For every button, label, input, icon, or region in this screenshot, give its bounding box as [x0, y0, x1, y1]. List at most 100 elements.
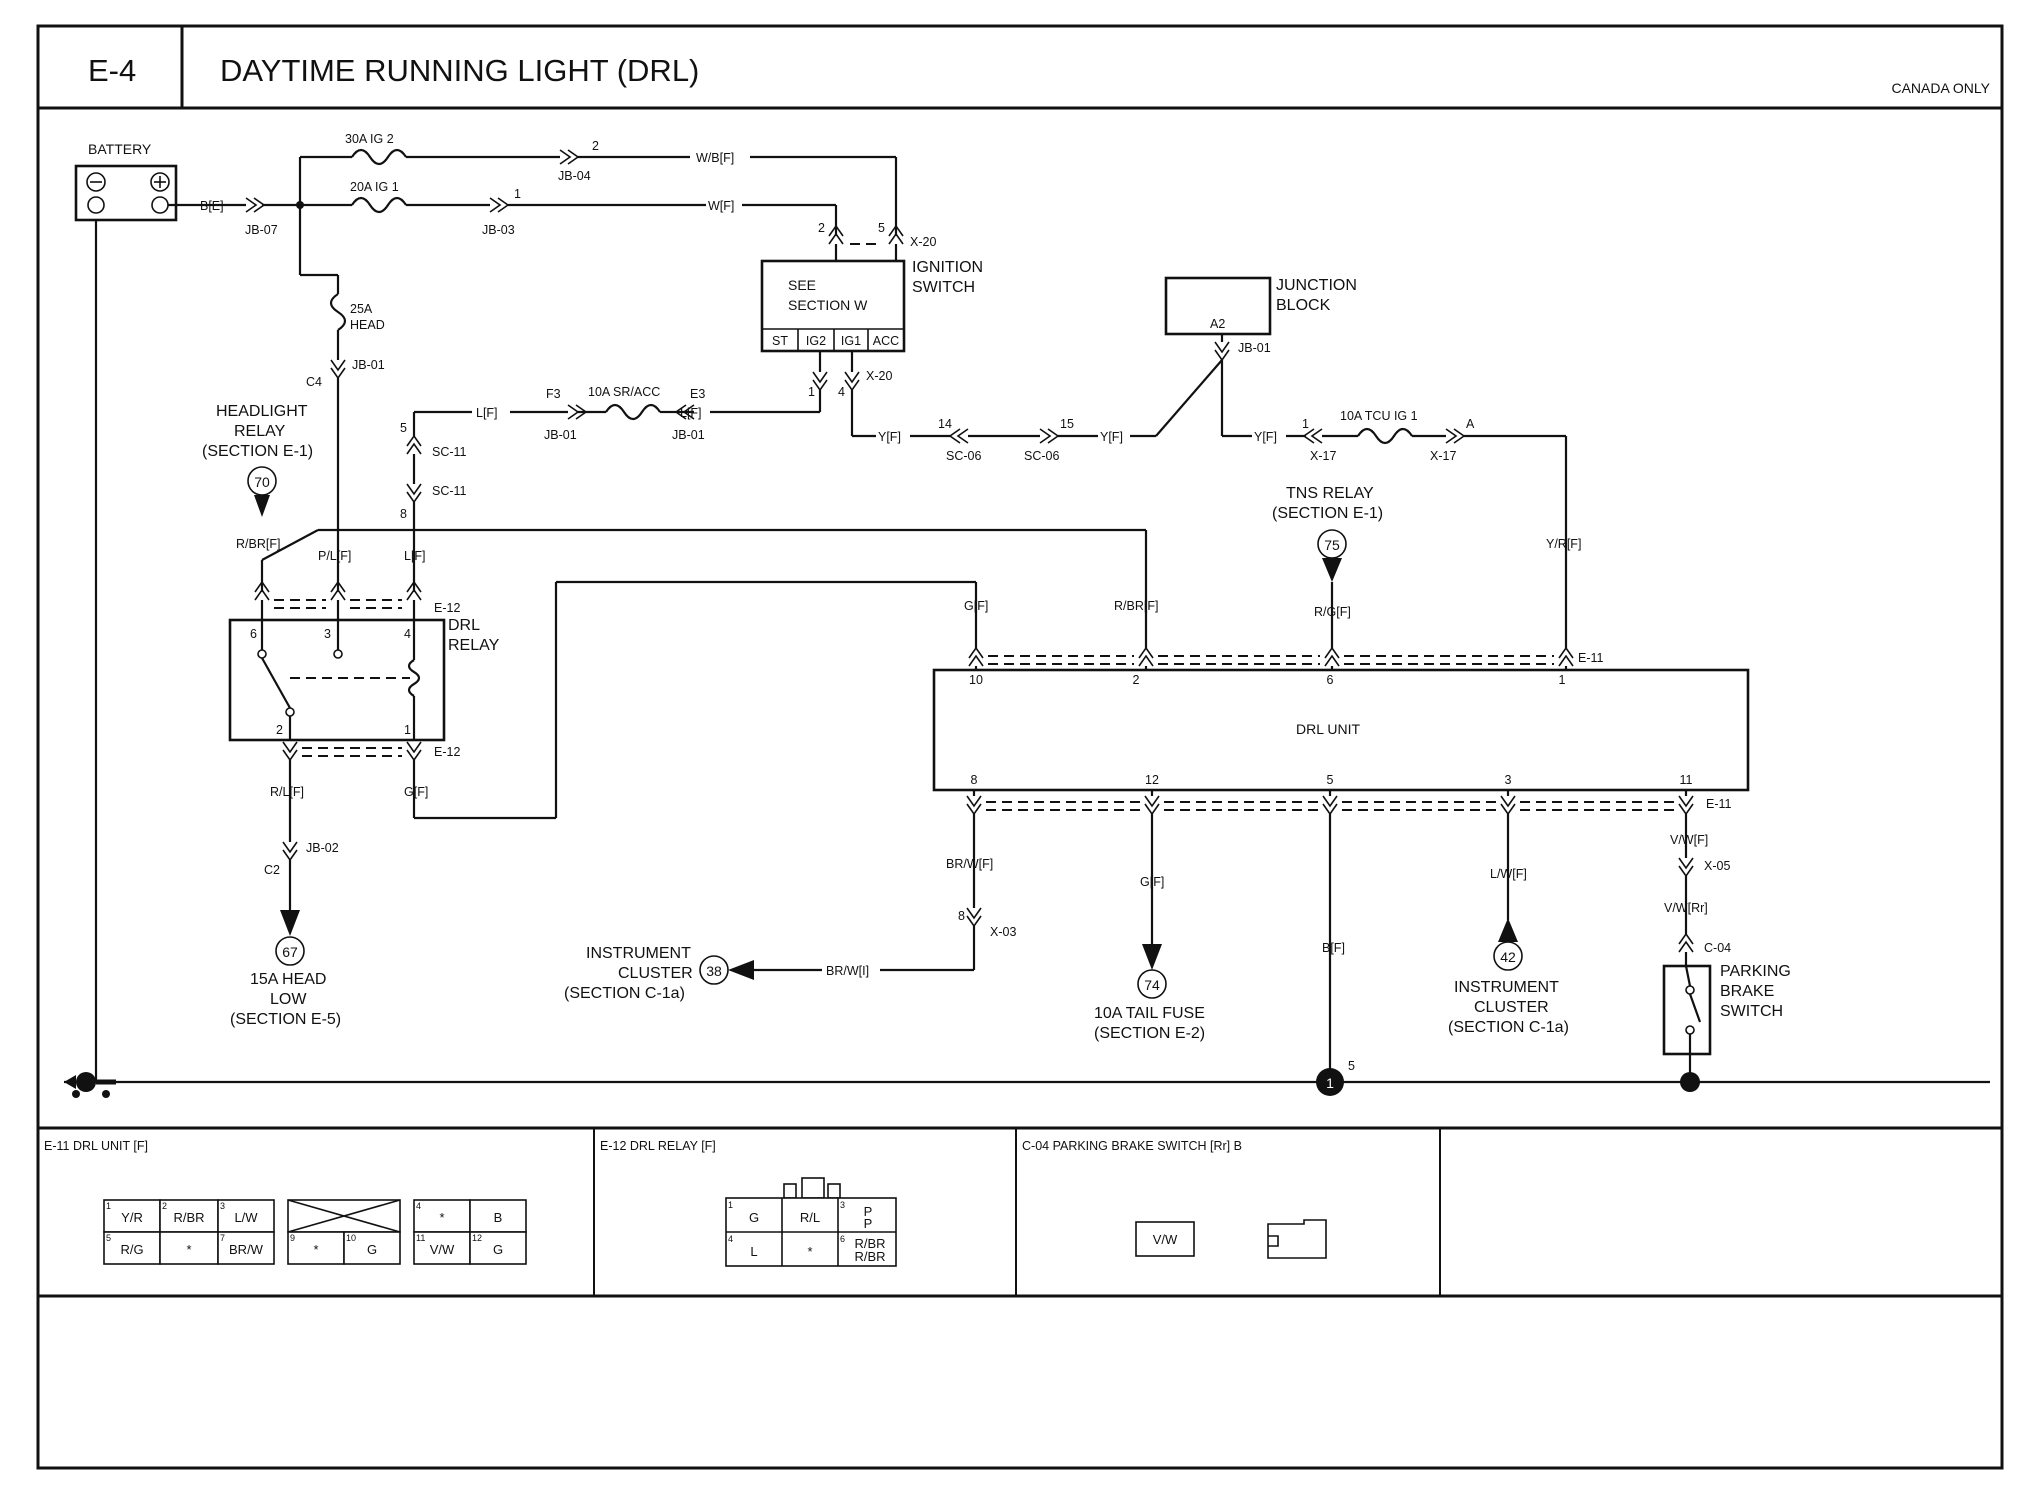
svg-text:W/B[F]: W/B[F]: [696, 151, 734, 165]
panel-e12-connector: 1 3 G R/L P P 4 6 L * R/BR R/BR: [725, 1177, 897, 1267]
svg-text:SWITCH: SWITCH: [912, 279, 975, 296]
svg-text:C2: C2: [264, 863, 280, 877]
svg-text:*: *: [313, 1242, 318, 1257]
svg-text:(SECTION C-1a): (SECTION C-1a): [564, 985, 685, 1002]
battery: BATTERY: [74, 141, 178, 222]
svg-text:3: 3: [840, 1200, 845, 1210]
svg-text:R/G: R/G: [120, 1242, 143, 1257]
svg-text:B[E]: B[E]: [200, 199, 224, 213]
svg-text:1: 1: [808, 385, 815, 399]
svg-text:A2: A2: [1210, 317, 1225, 331]
svg-text:JB-03: JB-03: [482, 223, 515, 237]
svg-text:X-05: X-05: [1704, 859, 1730, 873]
panel-e12-title: E-12 DRL RELAY [F]: [600, 1139, 716, 1153]
svg-text:G: G: [493, 1242, 503, 1257]
ref-38: 38: [699, 955, 729, 985]
svg-text:JB-01: JB-01: [352, 358, 385, 372]
fuse-10a-sr-acc: [605, 403, 661, 421]
svg-text:5: 5: [1348, 1059, 1355, 1073]
svg-text:20A IG 1: 20A IG 1: [350, 180, 399, 194]
svg-text:SC-11: SC-11: [432, 484, 467, 498]
svg-text:CLUSTER: CLUSTER: [1474, 999, 1549, 1016]
svg-text:R/L: R/L: [800, 1210, 820, 1225]
svg-text:10A SR/ACC: 10A SR/ACC: [588, 385, 660, 399]
svg-text:BLOCK: BLOCK: [1276, 297, 1331, 314]
svg-text:P: P: [864, 1204, 873, 1219]
ground-point-1: 1 5: [1316, 1059, 1355, 1096]
svg-text:14: 14: [938, 417, 952, 431]
svg-text:P: P: [864, 1216, 873, 1231]
svg-text:BATTERY: BATTERY: [88, 141, 152, 157]
page-title: DAYTIME RUNNING LIGHT (DRL): [220, 53, 699, 88]
svg-text:5: 5: [400, 421, 407, 435]
svg-text:RELAY: RELAY: [234, 423, 286, 440]
svg-text:X-17: X-17: [1430, 449, 1456, 463]
svg-text:JUNCTION: JUNCTION: [1276, 277, 1357, 294]
svg-text:8: 8: [400, 507, 407, 521]
svg-text:HEADLIGHT: HEADLIGHT: [216, 403, 308, 420]
svg-text:W[F]: W[F]: [708, 199, 734, 213]
panel-e11-title: E-11 DRL UNIT [F]: [44, 1139, 148, 1153]
svg-text:SC-11: SC-11: [432, 445, 467, 459]
svg-text:1: 1: [1559, 673, 1566, 687]
svg-text:(SECTION E-1): (SECTION E-1): [202, 443, 313, 460]
fuse-20a: [351, 196, 407, 214]
ground-symbol-left: [64, 1072, 116, 1098]
svg-text:G[F]: G[F]: [404, 785, 428, 799]
svg-text:L/W[F]: L/W[F]: [1490, 867, 1527, 881]
svg-text:3: 3: [1505, 773, 1512, 787]
svg-text:L[F]: L[F]: [404, 549, 426, 563]
svg-text:2: 2: [818, 221, 825, 235]
svg-text:L: L: [750, 1244, 757, 1259]
svg-text:(SECTION C-1a): (SECTION C-1a): [1448, 1019, 1569, 1036]
fuse-25a-head: [329, 293, 347, 331]
svg-text:1: 1: [1302, 417, 1309, 431]
svg-text:INSTRUMENT: INSTRUMENT: [1454, 979, 1559, 996]
svg-text:IG2: IG2: [806, 334, 826, 348]
svg-text:R/BR: R/BR: [173, 1210, 204, 1225]
svg-text:7: 7: [220, 1233, 225, 1243]
svg-text:CLUSTER: CLUSTER: [618, 965, 693, 982]
svg-text:JB-07: JB-07: [245, 223, 278, 237]
svg-text:C4: C4: [306, 375, 322, 389]
svg-text:1: 1: [106, 1201, 111, 1211]
svg-text:4: 4: [404, 627, 411, 641]
svg-text:1: 1: [728, 1200, 733, 1210]
svg-text:E3: E3: [690, 387, 705, 401]
svg-text:L/W: L/W: [234, 1210, 258, 1225]
svg-text:(SECTION E-1): (SECTION E-1): [1272, 505, 1383, 522]
svg-text:38: 38: [706, 963, 722, 979]
svg-text:(SECTION E-2): (SECTION E-2): [1094, 1025, 1205, 1042]
svg-text:DRL UNIT: DRL UNIT: [1296, 721, 1360, 737]
svg-text:6: 6: [250, 627, 257, 641]
svg-text:2: 2: [592, 139, 599, 153]
svg-text:JB-01: JB-01: [672, 428, 705, 442]
svg-text:67: 67: [282, 944, 298, 960]
ref-67: 67: [275, 936, 305, 966]
svg-text:74: 74: [1144, 977, 1160, 993]
svg-text:B: B: [494, 1210, 503, 1225]
svg-text:X-17: X-17: [1310, 449, 1336, 463]
svg-text:5: 5: [878, 221, 885, 235]
svg-text:SECTION W: SECTION W: [788, 297, 868, 313]
svg-text:JB-04: JB-04: [558, 169, 591, 183]
svg-text:*: *: [439, 1210, 444, 1225]
svg-text:SC-06: SC-06: [946, 449, 981, 463]
svg-text:Y[F]: Y[F]: [1254, 430, 1277, 444]
svg-text:30A IG 2: 30A IG 2: [345, 132, 394, 146]
fuse-30a: [351, 148, 407, 166]
svg-text:P/L[F]: P/L[F]: [318, 549, 351, 563]
svg-text:X-03: X-03: [990, 925, 1016, 939]
svg-text:Y/R: Y/R: [121, 1210, 143, 1225]
svg-text:6: 6: [840, 1234, 845, 1244]
svg-text:70: 70: [254, 474, 270, 490]
svg-text:R/BR: R/BR: [854, 1236, 885, 1251]
svg-text:5: 5: [106, 1233, 111, 1243]
svg-text:(SECTION E-5): (SECTION E-5): [230, 1011, 341, 1028]
svg-text:4: 4: [728, 1234, 733, 1244]
ref-75: 75: [1317, 529, 1347, 582]
svg-text:12: 12: [1145, 773, 1159, 787]
svg-text:HEAD: HEAD: [350, 318, 385, 332]
junction-block: A2: [1164, 276, 1272, 336]
